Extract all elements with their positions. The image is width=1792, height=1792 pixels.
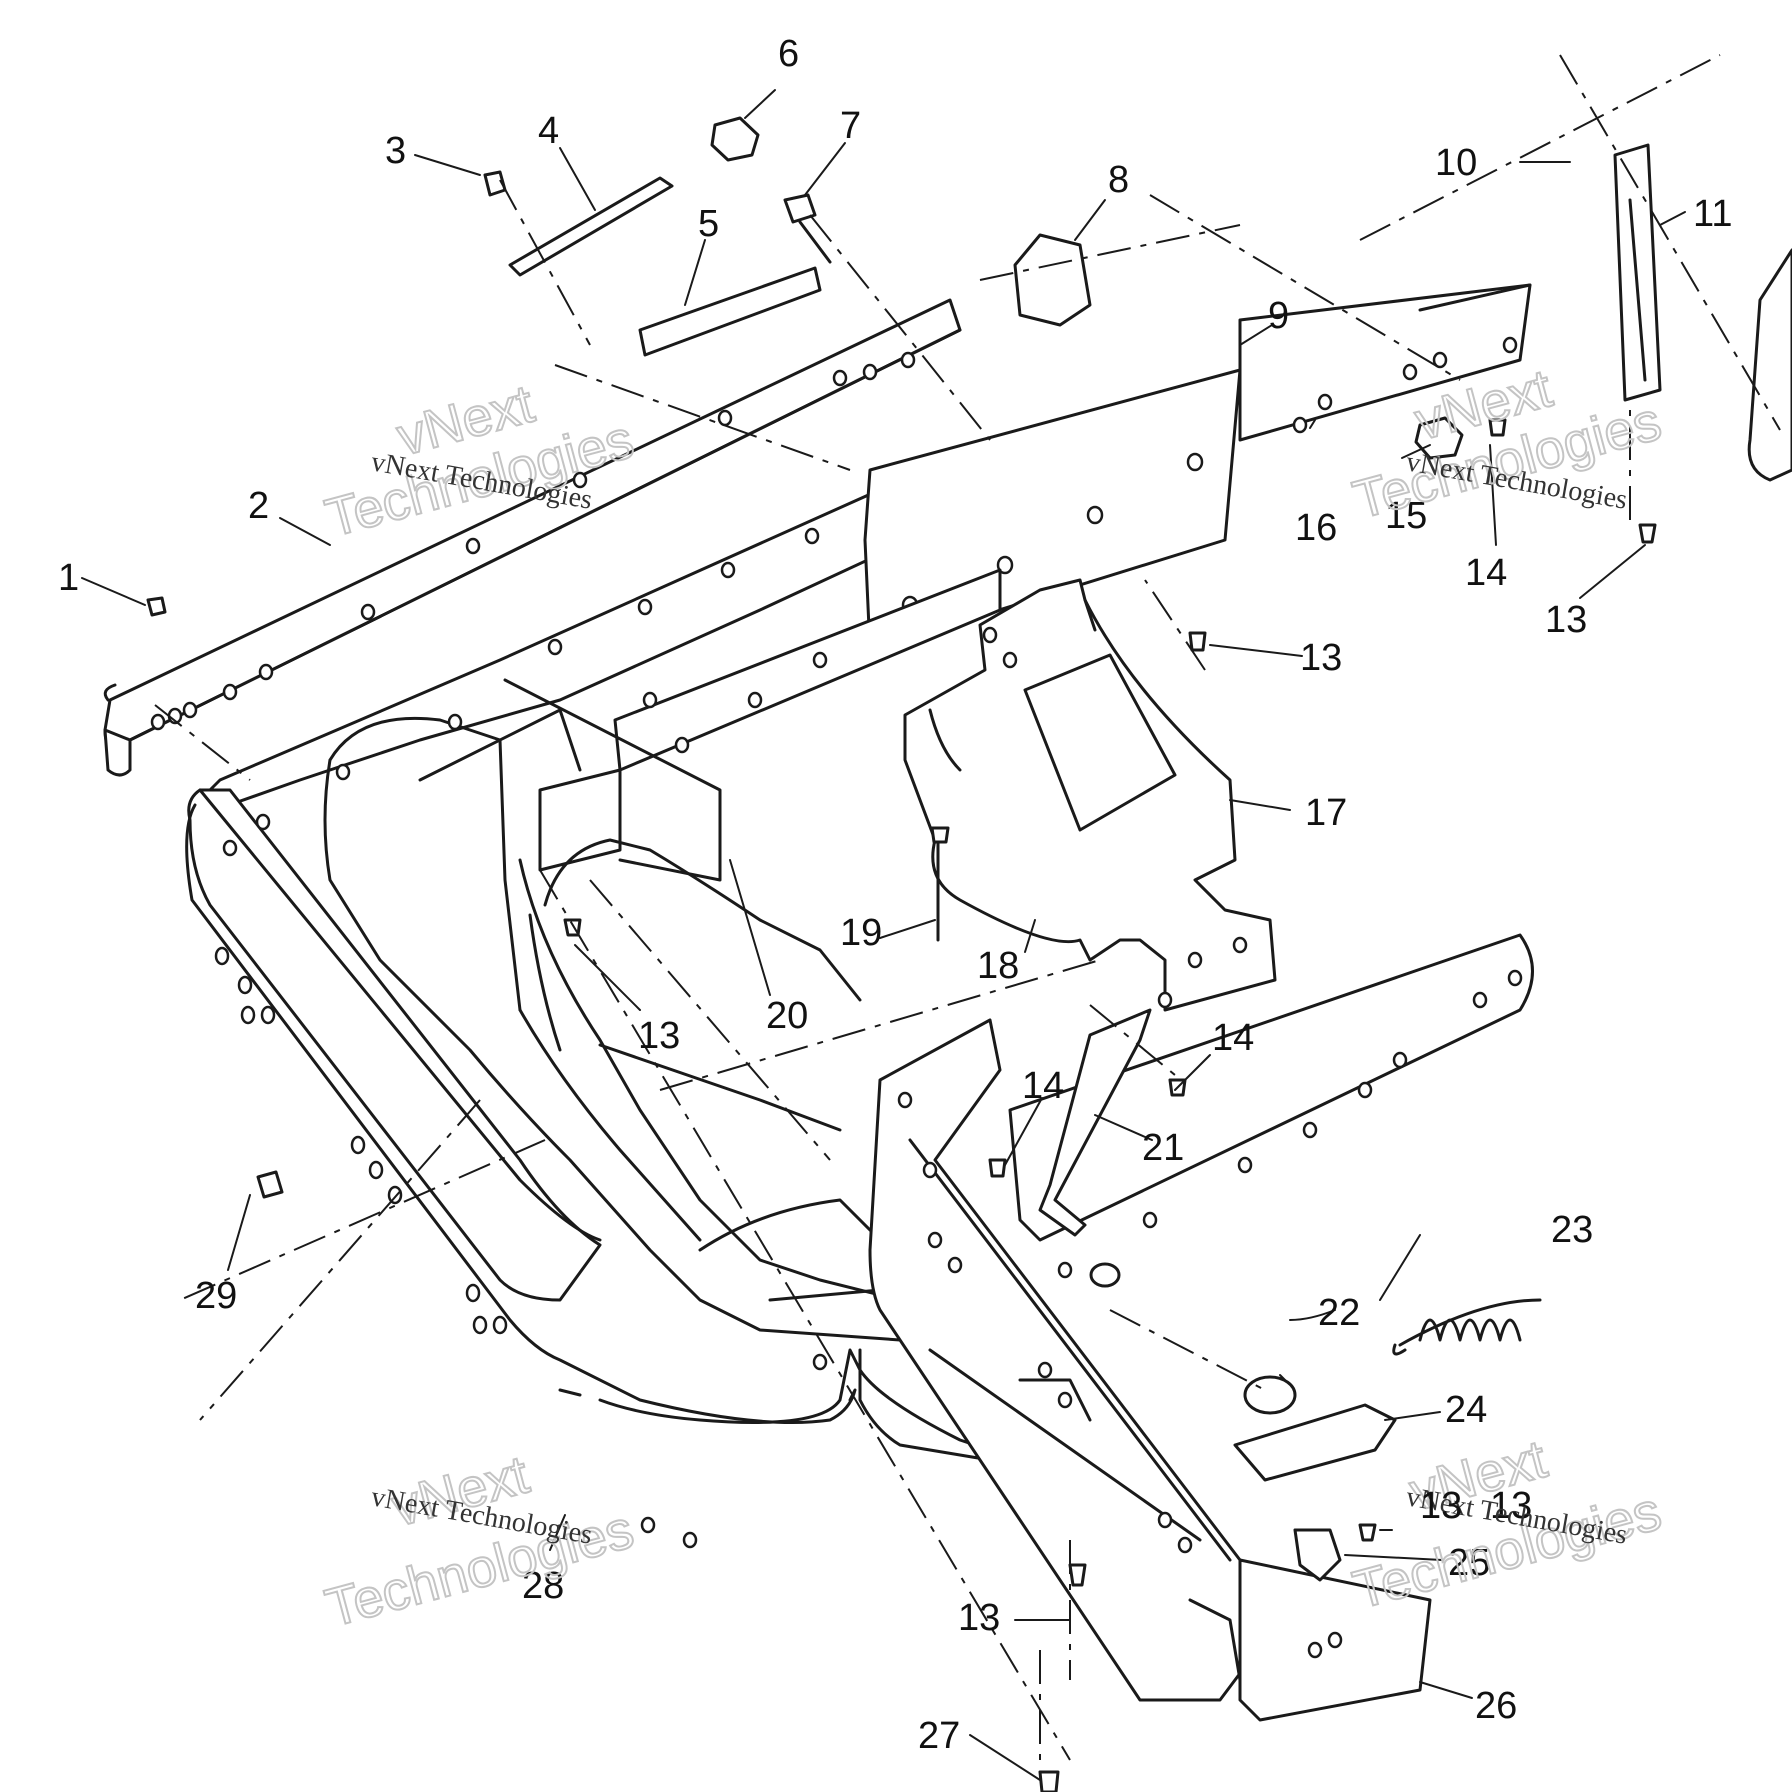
callout-17: 17 xyxy=(1305,792,1347,834)
callout-2: 2 xyxy=(248,485,269,527)
callout-13-a: 13 xyxy=(1300,637,1342,679)
callout-13-b: 13 xyxy=(1545,599,1587,641)
rear-rail-part-16 xyxy=(1238,283,1532,442)
callout-14-c: 14 xyxy=(1022,1065,1064,1107)
callout-21: 21 xyxy=(1142,1127,1184,1169)
callout-11: 11 xyxy=(1693,193,1732,235)
callout-3: 3 xyxy=(385,130,406,172)
frame-leg-part-26 xyxy=(868,1018,1432,1722)
front-rail-part-2 xyxy=(103,298,962,777)
callout-22: 22 xyxy=(1318,1292,1360,1334)
callout-20: 20 xyxy=(766,995,808,1037)
callout-25: 25 xyxy=(1448,1542,1490,1584)
callout-29: 29 xyxy=(195,1275,237,1317)
callout-24: 24 xyxy=(1445,1389,1487,1431)
callout-13-d: 13 xyxy=(958,1597,1000,1639)
callout-19: 19 xyxy=(840,912,882,954)
callout-13-c: 13 xyxy=(638,1015,680,1057)
callout-5: 5 xyxy=(698,203,719,245)
support-bracket-part-17 xyxy=(903,578,1277,1012)
callout-10: 10 xyxy=(1435,142,1477,184)
callout-1: 1 xyxy=(58,557,79,599)
callout-23: 23 xyxy=(1551,1209,1593,1251)
callout-14-a: 14 xyxy=(1465,552,1507,594)
callout-18: 18 xyxy=(977,945,1019,987)
leader-lines xyxy=(81,89,1686,1781)
callout-27: 27 xyxy=(918,1715,960,1757)
callout-16: 16 xyxy=(1295,507,1337,549)
callout-15: 15 xyxy=(1385,495,1427,537)
frame-body-part-28 xyxy=(185,423,1062,1549)
callout-13-f: 13 xyxy=(1420,1485,1462,1527)
callout-28: 28 xyxy=(522,1565,564,1607)
callout-4: 4 xyxy=(538,110,559,152)
alignment-lines xyxy=(154,54,1781,1770)
callout-14-b: 14 xyxy=(1212,1017,1254,1059)
callout-9: 9 xyxy=(1268,295,1289,337)
callout-8: 8 xyxy=(1108,159,1129,201)
callout-13-e: 13 xyxy=(1490,1485,1532,1527)
callout-26: 26 xyxy=(1475,1685,1517,1727)
small-hardware xyxy=(146,116,1792,1792)
rear-skid-plate xyxy=(1008,933,1534,1279)
callout-labels: 1 2 3 4 5 6 7 8 9 10 11 13 13 13 13 13 1… xyxy=(58,33,1732,1757)
callout-6: 6 xyxy=(778,33,799,75)
callout-7: 7 xyxy=(840,105,861,147)
panel-part-9 xyxy=(863,368,1242,652)
